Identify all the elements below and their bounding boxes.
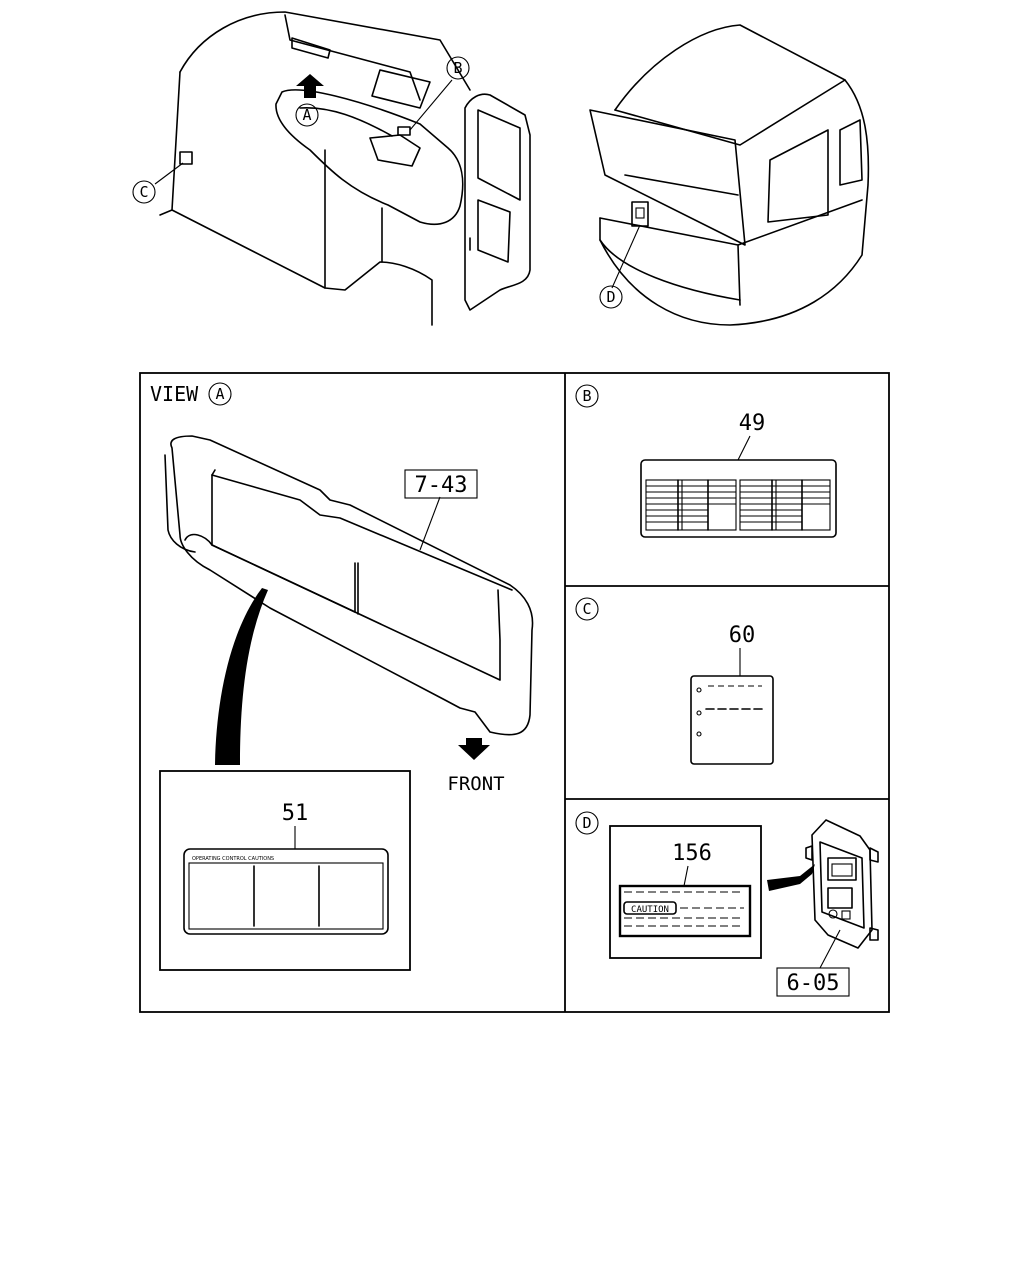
- switch-panel-illustration: [805, 819, 879, 949]
- svg-text:51: 51: [282, 801, 309, 826]
- cab-exterior-illustration: [589, 24, 870, 326]
- front-arrow: FRONT: [447, 738, 505, 795]
- svg-text:OPERATING CONTROL CAUTIONS: OPERATING CONTROL CAUTIONS: [192, 856, 274, 862]
- detail-frame: [139, 372, 890, 1013]
- callout-d-top: D: [599, 285, 623, 309]
- panel-b: B 49: [575, 384, 837, 538]
- svg-text:CAUTION: CAUTION: [631, 905, 669, 915]
- part-7-43-box: 7-43: [404, 469, 478, 499]
- label-49-table-right: [739, 479, 831, 531]
- svg-text:A: A: [302, 106, 311, 124]
- cab-interior-illustration: [154, 11, 531, 326]
- svg-text:D: D: [582, 814, 591, 832]
- svg-text:D: D: [606, 288, 615, 306]
- svg-text:C: C: [139, 183, 148, 201]
- label-51-inset: 51 OPERATING CONTROL CAUTIONS: [159, 770, 411, 971]
- callout-c-top: C: [132, 180, 156, 204]
- panel-c: C 60: [575, 597, 774, 765]
- svg-text:6-05: 6-05: [787, 971, 840, 996]
- callout-a-top: A: [295, 103, 319, 127]
- view-a-title: VIEW A: [150, 382, 232, 406]
- callout-b-top: B: [446, 56, 470, 80]
- label-49-table-left: [645, 479, 737, 531]
- sun-visor-illustration: [164, 435, 534, 765]
- svg-text:49: 49: [739, 411, 766, 436]
- panel-d: D 156 CAUTION 6-05: [575, 811, 879, 997]
- svg-text:B: B: [582, 387, 591, 405]
- svg-text:7-43: 7-43: [415, 473, 468, 498]
- svg-text:A: A: [215, 385, 224, 403]
- svg-text:FRONT: FRONT: [447, 773, 504, 795]
- svg-text:B: B: [453, 59, 462, 77]
- svg-text:VIEW: VIEW: [150, 382, 199, 406]
- svg-text:C: C: [582, 600, 591, 618]
- svg-text:156: 156: [672, 841, 712, 866]
- svg-text:60: 60: [729, 623, 756, 648]
